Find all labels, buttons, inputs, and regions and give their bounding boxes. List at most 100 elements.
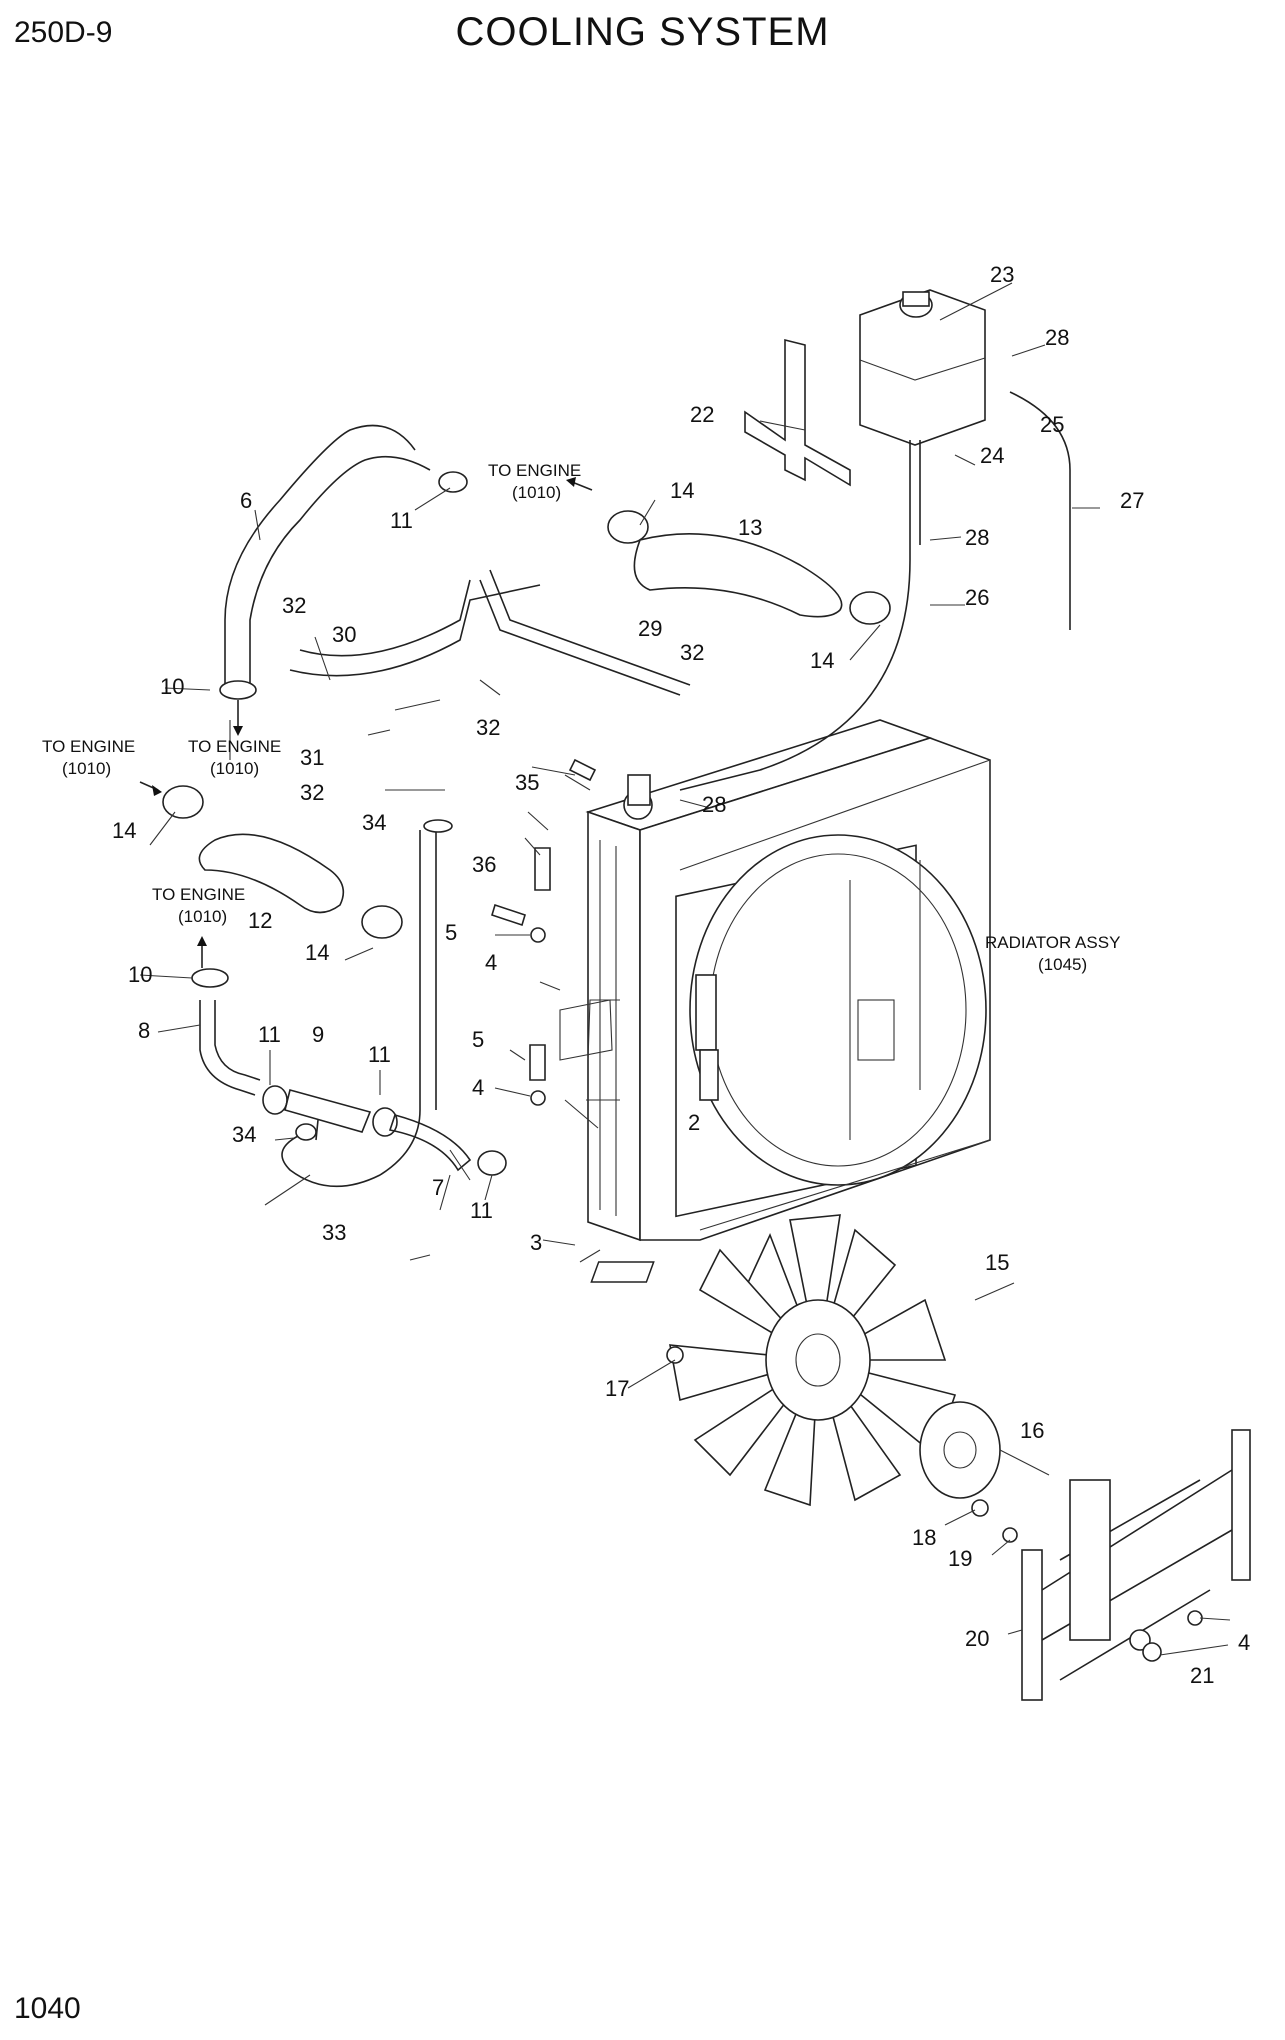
bolt-21: [1142, 1642, 1162, 1662]
callout-15: 15: [985, 1250, 1009, 1275]
lower-hose: [198, 833, 345, 914]
direction-arrows: [139, 477, 593, 968]
note-engine-ref: (1010): [178, 907, 227, 926]
callout-14: 14: [112, 818, 136, 843]
callout-22: 22: [690, 402, 714, 427]
callout-14: 14: [810, 648, 834, 673]
callout-32: 32: [476, 715, 500, 740]
model-number: 250D-9: [14, 16, 113, 49]
callout-13: 13: [738, 515, 762, 540]
clamp-14c: [162, 785, 204, 819]
fan: [669, 1214, 957, 1507]
callout-26: 26: [965, 585, 989, 610]
radiator-assembly: [559, 719, 991, 1242]
callout-28: 28: [702, 792, 726, 817]
sensor-35: [568, 758, 597, 782]
callout-32: 32: [300, 780, 324, 805]
callout-2: 2: [688, 1110, 700, 1135]
fan-spacer: [919, 1401, 1018, 1543]
callout-11: 11: [390, 508, 413, 533]
clamp-11a: [438, 471, 468, 493]
callout-28: 28: [965, 525, 989, 550]
tube-29: [479, 569, 691, 696]
note-to-engine: TO ENGINE: [42, 737, 135, 756]
reference-notes: TO ENGINE (1010) TO ENGINE (1010) TO ENG…: [42, 461, 1120, 974]
callout-30: 30: [332, 622, 356, 647]
expansion-tank: [859, 289, 986, 446]
callout-16: 16: [1020, 1418, 1044, 1443]
callout-4: 4: [485, 950, 497, 975]
clamp-10b: [191, 968, 229, 988]
callout-17: 17: [605, 1376, 629, 1401]
callout-7: 7: [432, 1175, 444, 1200]
callout-21: 21: [1190, 1663, 1214, 1688]
callout-32: 32: [680, 640, 704, 665]
callout-18: 18: [912, 1525, 936, 1550]
bracket-2: [699, 1049, 719, 1101]
callout-20: 20: [965, 1626, 989, 1651]
callout-4: 4: [1238, 1630, 1250, 1655]
note-engine-ref: (1010): [62, 759, 111, 778]
callout-32: 32: [282, 593, 306, 618]
callout-11: 11: [368, 1042, 391, 1067]
note-to-engine: TO ENGINE: [188, 737, 281, 756]
callout-3: 3: [530, 1230, 542, 1255]
bypass-tube: [281, 830, 437, 1188]
callout-11: 11: [470, 1198, 493, 1223]
fan-bracket: [1021, 1429, 1251, 1701]
note-to-engine: TO ENGINE: [488, 461, 581, 480]
bolt-17: [666, 1346, 684, 1364]
plug-36: [534, 847, 551, 891]
callout-9: 9: [312, 1022, 324, 1047]
note-to-engine: TO ENGINE: [152, 885, 245, 904]
callout-6: 6: [240, 488, 252, 513]
callout-14: 14: [670, 478, 694, 503]
callout-23: 23: [990, 262, 1014, 287]
tank-hose: [679, 440, 911, 791]
vent-tube: [289, 579, 541, 677]
bolt-5a: [491, 903, 526, 927]
elbow-hose: [199, 1000, 261, 1096]
callout-labels: 23 28 22 25 24 2 7 6 11 14 13 28 26 32 30…: [112, 262, 1250, 1688]
callout-24: 24: [980, 443, 1004, 468]
callout-10: 10: [160, 674, 184, 699]
note-radiator-assy: RADIATOR ASSY: [985, 933, 1120, 952]
clamp-14d: [361, 905, 403, 939]
callout-5: 5: [472, 1027, 484, 1052]
washer-4b: [530, 1090, 546, 1106]
callout-4: 4: [472, 1075, 484, 1100]
mount-3: [590, 1261, 655, 1283]
callout-14: 14: [305, 940, 329, 965]
clamp-14b: [849, 591, 891, 625]
callout-12: 12: [248, 908, 272, 933]
inlet-hose: [633, 533, 843, 618]
tee-fitting: [284, 1089, 372, 1141]
clamp-11d: [477, 1150, 507, 1176]
note-engine-ref: (1010): [210, 759, 259, 778]
callout-19: 19: [948, 1546, 972, 1571]
callout-33: 33: [322, 1220, 346, 1245]
overflow-hose: [1009, 391, 1071, 630]
washer-4a: [530, 927, 546, 943]
note-engine-ref: (1010): [512, 483, 561, 502]
callout-25: 25: [1040, 412, 1064, 437]
page-number: 1040: [14, 1992, 81, 2025]
tank-bracket: [744, 338, 851, 487]
bolt-5b: [529, 1044, 546, 1081]
hose-7: [388, 1114, 472, 1172]
upper-hose: [224, 424, 431, 690]
callout-31: 31: [300, 745, 324, 770]
callout-5: 5: [445, 920, 457, 945]
callout-11: 11: [258, 1022, 281, 1047]
clamp-34a: [423, 819, 453, 833]
callout-34: 34: [232, 1122, 256, 1147]
callout-36: 36: [472, 852, 496, 877]
callout-10: 10: [128, 962, 152, 987]
fan-shroud: [679, 759, 991, 1231]
callout-8: 8: [138, 1018, 150, 1043]
callout-28: 28: [1045, 325, 1069, 350]
callout-34: 34: [362, 810, 386, 835]
clamp-34b: [295, 1123, 317, 1141]
page-title: COOLING SYSTEM: [455, 10, 830, 54]
